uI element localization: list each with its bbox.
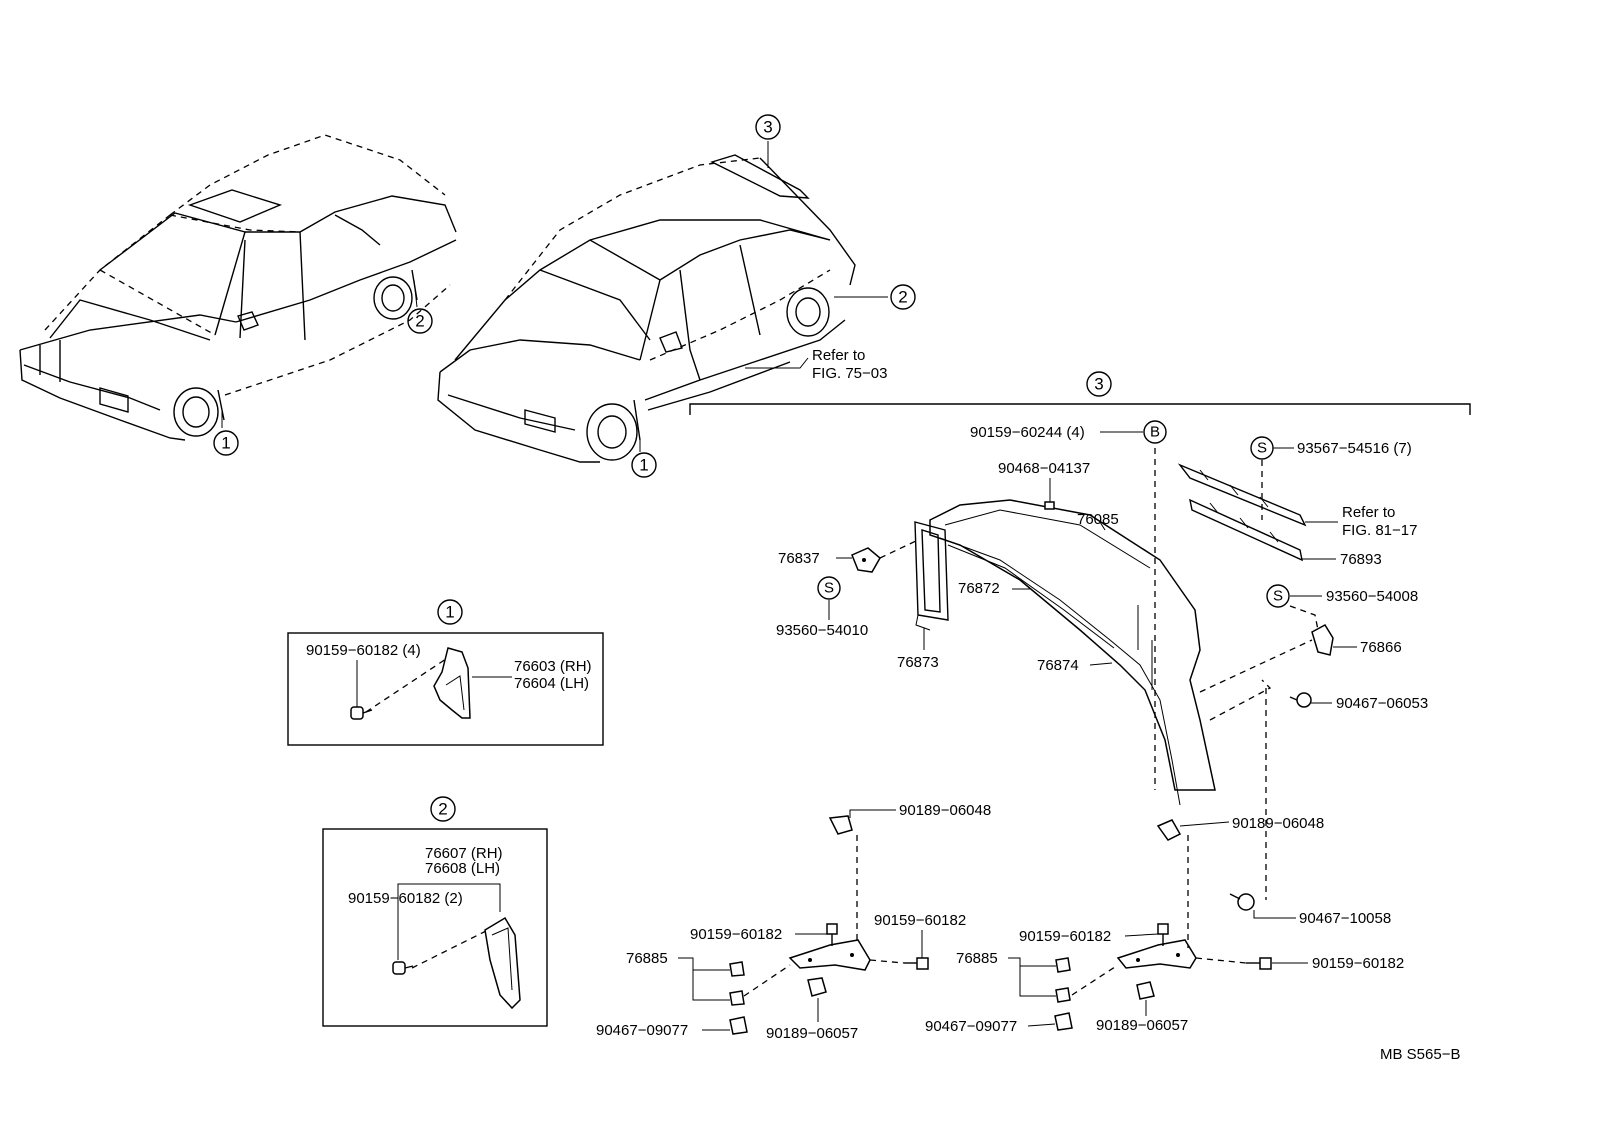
bolt-90467-06053-icon	[1289, 692, 1312, 708]
svg-text:2: 2	[898, 288, 907, 307]
label-76885-right: 76885	[956, 950, 998, 967]
bracket-76893	[1177, 463, 1307, 562]
box1-lh-label: 76604 (LH)	[514, 675, 589, 692]
hatchback-illustration	[437, 154, 856, 463]
rear-mudguard-icon	[484, 916, 521, 1010]
label-90189-06057-left: 90189−06057	[766, 1025, 858, 1042]
label-76893: 76893	[1340, 551, 1382, 568]
box1-bolt-label: 90159−60182 (4)	[306, 642, 421, 659]
callout-1-hatch: 1	[631, 452, 657, 478]
hatch-refer-line1: Refer to	[812, 347, 865, 364]
label-93560-54010: 93560−54010	[776, 622, 868, 639]
section-3-bracket	[689, 403, 1471, 415]
svg-text:3: 3	[763, 118, 772, 137]
front-mudguard-box	[287, 632, 604, 746]
svg-text:B: B	[1150, 424, 1160, 441]
box2-bolt-label: 90159−60182 (2)	[348, 890, 463, 907]
clip-90189-06048-left-icon	[828, 815, 853, 835]
callout-2-sedan: 2	[407, 308, 433, 334]
svg-text:S: S	[1257, 440, 1267, 457]
label-90467-10058: 90467−10058	[1299, 910, 1391, 927]
box1-bolt-icon	[350, 706, 373, 720]
hatch-refer-line2: FIG. 75−03	[812, 365, 887, 382]
callout-s-symbol-2: S	[817, 576, 841, 600]
label-90467-09077-right: 90467−09077	[925, 1018, 1017, 1035]
label-refer-line2: FIG. 81−17	[1342, 522, 1417, 539]
label-90159-60182-b: 90159−60182	[690, 926, 782, 943]
clip-90468-04137-icon	[1044, 501, 1055, 510]
seal-76873	[914, 521, 949, 621]
callout-2-hatch: 2	[890, 284, 916, 310]
sedan-illustration	[19, 134, 457, 441]
label-76885-left: 76885	[626, 950, 668, 967]
label-refer-line1: Refer to	[1342, 504, 1395, 521]
callout-s-symbol-3: S	[1266, 584, 1290, 608]
front-mudguard-icon	[433, 647, 471, 719]
label-76837: 76837	[778, 550, 820, 567]
callout-2-heading: 2	[430, 796, 456, 822]
label-76873: 76873	[897, 654, 939, 671]
callout-3-heading: 3	[1086, 371, 1112, 397]
stay-76885-right	[1054, 923, 1272, 1031]
callout-s-symbol-1: S	[1250, 436, 1274, 460]
label-90468-04137: 90468−04137	[998, 460, 1090, 477]
bolt-90467-10058-icon	[1229, 893, 1255, 911]
rear-spoiler-76085	[929, 499, 1216, 806]
label-90189-06057-right: 90189−06057	[1096, 1017, 1188, 1034]
box2-rh-label: 76607 (RH)	[425, 845, 503, 862]
svg-text:S: S	[1273, 588, 1283, 605]
box1-rh-label: 76603 (RH)	[514, 658, 592, 675]
label-90189-06048-left: 90189−06048	[899, 802, 991, 819]
diagram-code: MB S565−B	[1380, 1046, 1460, 1063]
svg-text:1: 1	[445, 603, 454, 622]
label-93560-54008: 93560−54008	[1326, 588, 1418, 605]
label-76085: 76085	[1077, 511, 1119, 528]
label-90159-60182-c: 90159−60182	[1019, 928, 1111, 945]
box2-lh-label: 76608 (LH)	[425, 860, 500, 877]
label-90159-60182-d: 90159−60182	[1312, 955, 1404, 972]
callout-3-hatch: 3	[755, 114, 781, 140]
label-90159-60182-a: 90159−60182	[874, 912, 966, 929]
svg-text:3: 3	[1094, 375, 1103, 394]
svg-text:1: 1	[221, 434, 230, 453]
label-93567-54516: 93567−54516 (7)	[1297, 440, 1412, 457]
svg-text:1: 1	[639, 456, 648, 475]
label-90467-09077-left: 90467−09077	[596, 1022, 688, 1039]
callout-1-heading: 1	[437, 599, 463, 625]
callout-1-sedan: 1	[213, 430, 239, 456]
label-90467-06053: 90467−06053	[1336, 695, 1428, 712]
label-76872: 76872	[958, 580, 1000, 597]
svg-text:S: S	[824, 580, 834, 597]
label-90189-06048-right: 90189−06048	[1232, 815, 1324, 832]
clip-76866-icon	[1311, 624, 1334, 656]
svg-text:2: 2	[415, 312, 424, 331]
box2-bolt-icon	[392, 961, 414, 975]
label-76866: 76866	[1360, 639, 1402, 656]
label-90159-60244: 90159−60244 (4)	[970, 424, 1085, 441]
stay-76885-left	[729, 923, 929, 1035]
callout-b-symbol: B	[1143, 420, 1167, 444]
svg-text:2: 2	[438, 800, 447, 819]
label-76874: 76874	[1037, 657, 1079, 674]
rear-mudguard-box	[322, 828, 548, 1027]
clip-90189-06048-right-icon	[1156, 819, 1182, 841]
